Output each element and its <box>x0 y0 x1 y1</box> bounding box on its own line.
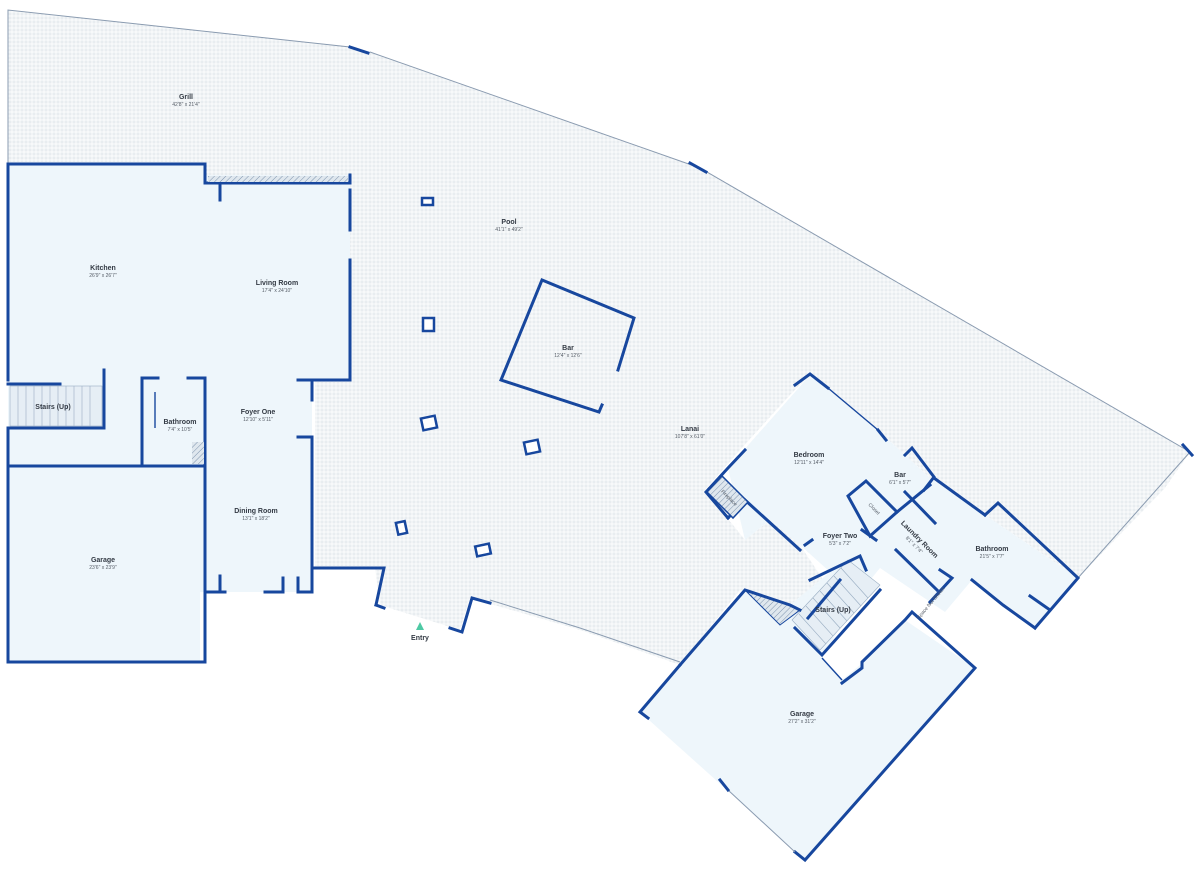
svg-text:42'8" x 21'4": 42'8" x 21'4" <box>172 102 200 108</box>
svg-text:Entry: Entry <box>411 635 429 642</box>
svg-text:107'8" x 61'0": 107'8" x 61'0" <box>675 434 705 440</box>
svg-text:Lanai: Lanai <box>681 426 699 433</box>
svg-text:23'6" x 23'9": 23'6" x 23'9" <box>89 565 117 571</box>
room-label-foyer-two: Foyer Two 5'3" x 7'2" <box>823 533 857 547</box>
svg-text:27'2" x 31'2": 27'2" x 31'2" <box>788 719 816 725</box>
right-building-floor <box>640 375 1078 860</box>
outdoor-boundary <box>7 9 351 164</box>
svg-text:Stairs (Up): Stairs (Up) <box>815 607 850 614</box>
fireplace-block <box>705 474 750 520</box>
room-label-bedroom: Bedroom 12'11" x 14'4" <box>794 452 825 466</box>
right-building-wall <box>792 372 831 391</box>
room-label-lanai: Lanai 107'8" x 61'0" <box>675 426 705 440</box>
svg-text:17'4" x 24'10": 17'4" x 24'10" <box>262 288 292 294</box>
svg-text:13'1" x 18'2": 13'1" x 18'2" <box>242 516 270 522</box>
svg-text:Garage: Garage <box>790 711 814 718</box>
room-label-bathroom-left: Bathroom 7'4" x 10'5" <box>163 419 196 433</box>
left-building-floor <box>8 164 350 662</box>
svg-text:26'9" x 26'7": 26'9" x 26'7" <box>89 273 117 279</box>
room-label-bar-main: Bar 12'4" x 12'6" <box>554 345 582 359</box>
room-label-bathroom-right: Bathroom 21'5" x 7'7" <box>975 546 1008 560</box>
entry-marker[interactable] <box>416 622 424 630</box>
svg-text:6'1" x 5'7": 6'1" x 5'7" <box>889 480 911 486</box>
room-label-living-room: Living Room 17'4" x 24'10" <box>256 280 298 294</box>
room-label-pool: Pool 41'1" x 49'2" <box>495 219 523 233</box>
svg-text:Foyer One: Foyer One <box>241 409 276 416</box>
outdoor-area <box>8 10 1190 665</box>
room-label-bar-right: Bar 6'1" x 5'7" <box>889 472 911 486</box>
svg-text:Bedroom: Bedroom <box>794 452 825 459</box>
svg-text:Stairs (Up): Stairs (Up) <box>35 404 70 411</box>
svg-text:12'10" x 5'11": 12'10" x 5'11" <box>243 417 273 423</box>
svg-text:Living Room: Living Room <box>256 280 298 287</box>
left-building-hatch <box>208 176 348 182</box>
room-label-foyer-one: Foyer One 12'10" x 5'11" <box>241 409 276 423</box>
svg-text:12'11" x 14'4": 12'11" x 14'4" <box>794 460 824 466</box>
svg-text:Bathroom: Bathroom <box>975 546 1008 553</box>
room-label-garage-left: Garage 23'6" x 23'9" <box>89 557 117 571</box>
svg-text:7'4" x 10'5": 7'4" x 10'5" <box>168 427 193 433</box>
stairs-left <box>9 385 103 427</box>
svg-text:41'1" x 49'2": 41'1" x 49'2" <box>495 227 523 233</box>
room-label-kitchen: Kitchen 26'9" x 26'7" <box>89 265 117 279</box>
svg-text:21'5" x 7'7": 21'5" x 7'7" <box>980 554 1005 560</box>
svg-text:Grill: Grill <box>179 94 193 101</box>
room-label-stairs-left: Stairs (Up) <box>35 404 70 411</box>
bar-structure <box>498 278 636 414</box>
room-label-grill: Grill 42'8" x 21'4" <box>172 94 200 108</box>
svg-text:Pool: Pool <box>501 219 516 226</box>
room-label-stairs-right: Stairs (Up) <box>815 607 850 614</box>
svg-text:Dining Room: Dining Room <box>234 508 278 515</box>
svg-text:Bar: Bar <box>894 472 906 479</box>
room-label-entry: Entry <box>411 635 429 642</box>
svg-text:Garage: Garage <box>91 557 115 564</box>
room-label-garage-right: Garage 27'2" x 31'2" <box>788 711 816 725</box>
svg-text:5'3" x 7'2": 5'3" x 7'2" <box>829 541 851 547</box>
stairs-right <box>744 553 883 658</box>
svg-text:Bathroom: Bathroom <box>163 419 196 426</box>
pillar <box>394 196 542 558</box>
svg-text:Foyer Two: Foyer Two <box>823 533 857 540</box>
svg-text:Bar: Bar <box>562 345 574 352</box>
entry-walls <box>313 566 492 634</box>
right-garage-walls <box>637 588 978 863</box>
svg-text:12'4" x 12'6": 12'4" x 12'6" <box>554 353 582 359</box>
room-label-dining-room: Dining Room 13'1" x 18'2" <box>234 508 278 522</box>
svg-text:Kitchen: Kitchen <box>90 265 116 272</box>
